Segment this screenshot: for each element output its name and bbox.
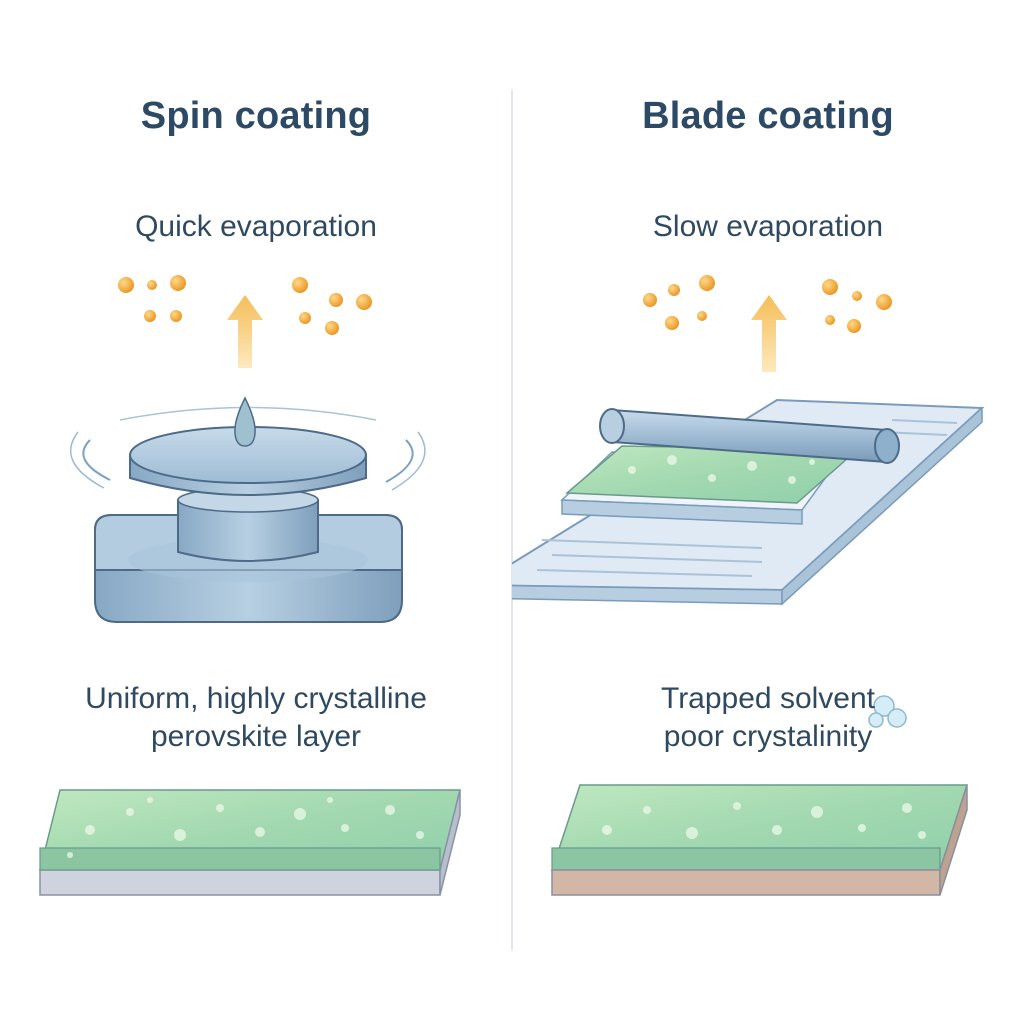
blade-coater [512,398,985,606]
caption-line-2: perovskite layer [150,720,362,753]
perovskite-film-poor [550,784,969,896]
solution-drop-icon [234,396,256,447]
spin-coating-illustration [39,275,461,896]
spin-coater [69,396,426,623]
slow-evaporation-label: Slow evaporation [652,210,884,243]
blade-coating-panel: Blade coating Slow evaporation [512,0,1024,1024]
blade-coating-title: Blade coating [642,95,894,137]
caption-line-1: Trapped solvent [660,682,875,715]
blade-coating-result-caption: Trapped solvent poor crystalinity [512,680,1024,756]
perovskite-film-uniform [39,789,461,896]
spin-coating-title: Spin coating [140,95,372,137]
evaporation-arrow-icon [227,295,263,368]
caption-line-2: poor crystalinity [663,720,873,753]
solvent-droplets-left [118,275,372,335]
evaporation-arrow-icon [751,295,787,372]
spin-coating-result-caption: Uniform, highly crystalline perovskite l… [0,680,512,756]
quick-evaporation-label: Quick evaporation [135,210,377,243]
caption-line-1: Uniform, highly crystalline [85,682,427,715]
panel-divider [511,90,513,950]
blade-coating-illustration [512,275,985,896]
spin-coating-panel: Spin coating Quick evaporation [0,95,512,896]
solvent-bubble-icon [868,695,907,728]
solvent-droplets-right [643,275,892,333]
